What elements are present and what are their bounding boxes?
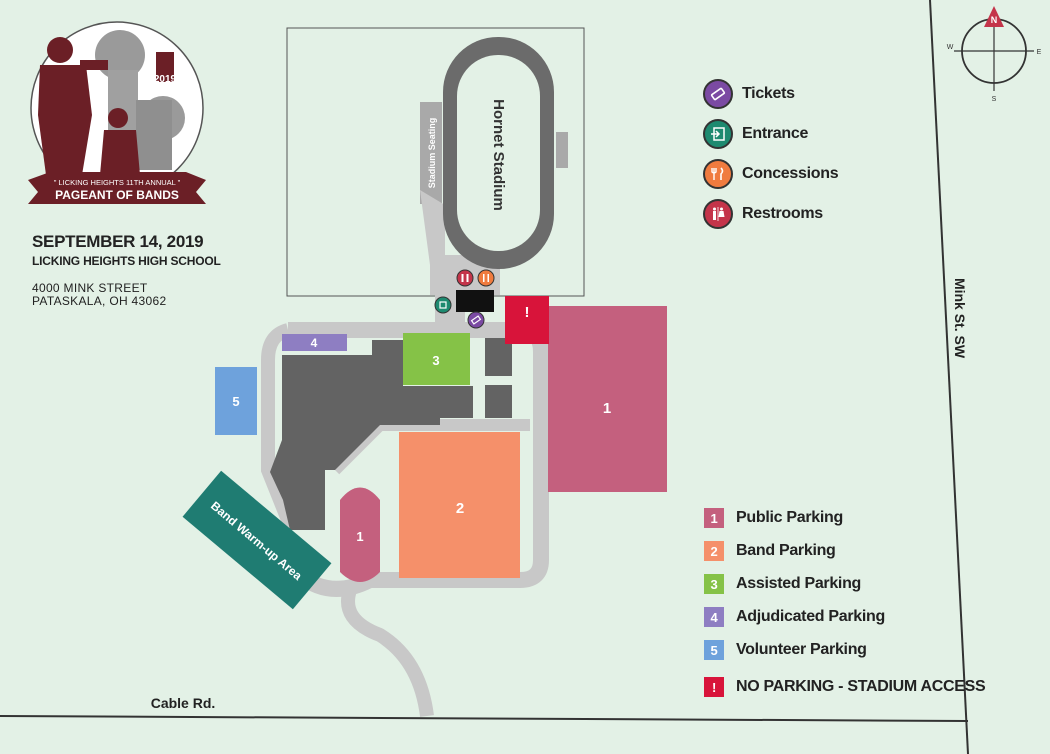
lot-5 bbox=[215, 367, 257, 435]
cable-road bbox=[0, 715, 969, 722]
mink-street-road bbox=[929, 0, 969, 754]
legend-tickets: Tickets bbox=[703, 79, 795, 109]
legend-concessions-label: Concessions bbox=[742, 165, 839, 182]
logo-banner-line1: " LICKING HEIGHTS 11TH ANNUAL " bbox=[54, 178, 181, 187]
tickets-marker bbox=[467, 311, 485, 329]
mink-street-label: Mink St. SW bbox=[952, 278, 968, 359]
legend-public-parking: 1 Public Parking bbox=[704, 508, 843, 528]
legend-band-parking-label: Band Parking bbox=[736, 542, 836, 559]
address-line2: PATASKALA, OH 43062 bbox=[32, 294, 167, 308]
lot-4-label: 4 bbox=[311, 336, 318, 350]
lot-1-large-label: 1 bbox=[603, 400, 611, 417]
stadium-seating-label: Stadium Seating bbox=[427, 118, 437, 189]
event-date: SEPTEMBER 14, 2019 bbox=[32, 232, 204, 251]
legend-volunteer-parking-label: Volunteer Parking bbox=[736, 641, 867, 658]
legend-public-parking-label: Public Parking bbox=[736, 509, 843, 526]
restroom-icon bbox=[703, 199, 733, 229]
building-east-south bbox=[485, 385, 512, 418]
concessions-marker bbox=[477, 269, 495, 287]
legend-band-parking-swatch: 2 bbox=[704, 541, 724, 561]
legend-public-parking-swatch: 1 bbox=[704, 508, 724, 528]
event-info: SEPTEMBER 14, 2019 LICKING HEIGHTS HIGH … bbox=[32, 232, 221, 308]
lot-3-label: 3 bbox=[432, 353, 439, 368]
logo-banner-line2: PAGEANT OF BANDS bbox=[55, 188, 179, 202]
logo-banner bbox=[28, 172, 206, 204]
legend-band-parking: 2 Band Parking bbox=[704, 541, 836, 561]
lot-2 bbox=[399, 432, 520, 578]
legend-entrance-label: Entrance bbox=[742, 125, 809, 142]
entrance-marker bbox=[434, 296, 452, 314]
no-parking-label: ! bbox=[525, 304, 530, 321]
no-parking-zone bbox=[505, 296, 549, 344]
pageant-logo: 2019 " LICKING HEIGHTS 11TH ANNUAL " PAG… bbox=[28, 21, 206, 204]
building-east-north bbox=[485, 338, 512, 376]
lot-3 bbox=[403, 333, 470, 385]
legend-restrooms: Restrooms bbox=[703, 199, 823, 229]
compass-e: E bbox=[1037, 49, 1042, 56]
event-address: 4000 MINK STREET PATASKALA, OH 43062 bbox=[32, 282, 221, 308]
legend-adjudicated-parking-swatch: 4 bbox=[704, 607, 724, 627]
lot-1-large bbox=[548, 306, 667, 492]
legend-no-parking-label: NO PARKING - STADIUM ACCESS bbox=[736, 678, 986, 695]
legend-concessions: Concessions bbox=[703, 159, 839, 189]
lot-2-label: 2 bbox=[456, 500, 464, 517]
band-members-silhouette-icon bbox=[38, 37, 174, 175]
legend-assisted-parking: 3 Assisted Parking bbox=[704, 574, 861, 594]
lot-1-small bbox=[340, 487, 380, 582]
school-building bbox=[270, 340, 473, 530]
legend-restrooms-label: Restrooms bbox=[742, 205, 823, 222]
legend-no-parking: ! NO PARKING - STADIUM ACCESS bbox=[704, 677, 986, 697]
legend-entrance: Entrance bbox=[703, 119, 808, 149]
legend-assisted-parking-label: Assisted Parking bbox=[736, 575, 862, 592]
entrance-icon bbox=[703, 119, 733, 149]
stadium-name: Hornet Stadium bbox=[490, 99, 507, 211]
driveway-south bbox=[341, 587, 434, 717]
compass-north-icon bbox=[984, 6, 1004, 27]
legend-volunteer-parking-swatch: 5 bbox=[704, 640, 724, 660]
compass-s: S bbox=[992, 96, 997, 103]
legend-assisted-parking-swatch: 3 bbox=[704, 574, 724, 594]
concessions-icon bbox=[703, 159, 733, 189]
legend-tickets-label: Tickets bbox=[742, 85, 795, 102]
legend-volunteer-parking: 5 Volunteer Parking bbox=[704, 640, 867, 660]
event-school: LICKING HEIGHTS HIGH SCHOOL bbox=[32, 254, 221, 268]
lot-1-small-label: 1 bbox=[356, 529, 363, 544]
ticket-icon bbox=[703, 79, 733, 109]
legend-adjudicated-parking: 4 Adjudicated Parking bbox=[704, 607, 885, 627]
legend-adjudicated-parking-label: Adjudicated Parking bbox=[736, 608, 885, 625]
driveway-west bbox=[261, 323, 299, 533]
compass-n: N bbox=[991, 15, 998, 25]
address-line1: 4000 MINK STREET bbox=[32, 281, 148, 295]
lot-5-label: 5 bbox=[232, 394, 239, 409]
stadium-seating bbox=[420, 102, 442, 204]
cable-road-label: Cable Rd. bbox=[151, 695, 216, 711]
logo-year: 2019 bbox=[154, 74, 177, 85]
lot-4 bbox=[282, 334, 347, 351]
compass-rose: N E W S bbox=[947, 6, 1042, 103]
stadium-gate bbox=[456, 290, 494, 312]
restroom-marker bbox=[456, 269, 474, 287]
compass-w: W bbox=[947, 44, 954, 51]
legend-no-parking-swatch: ! bbox=[704, 677, 724, 697]
